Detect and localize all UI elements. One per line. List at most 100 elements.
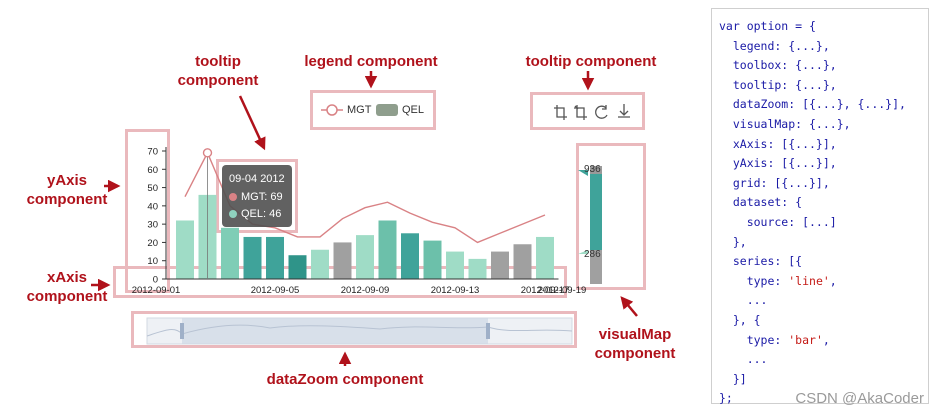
visualmap-arrow — [620, 296, 638, 317]
code-line: yAxis: [{...}], — [719, 154, 928, 174]
bar — [446, 251, 464, 279]
visualmap-max-label: 936 — [584, 164, 601, 175]
bar — [221, 227, 239, 279]
tooltip-box: 09-04 2012 MGT: 69 QEL: 46 — [222, 165, 292, 227]
watermark: CSDN @AkaCoder — [795, 390, 924, 407]
visualmap-min-label: 286 — [584, 249, 601, 260]
zoom-icon — [554, 105, 567, 120]
legend-callout: legend component — [304, 53, 438, 70]
code-token: xAxis: [{...}], — [719, 136, 837, 151]
legend-highlight-box — [310, 90, 436, 130]
bar — [513, 244, 532, 279]
tooltip-mgt-value: MGT: 69 — [241, 191, 283, 203]
tooltip-arrow-left — [238, 95, 266, 151]
zoom-reset-icon — [574, 105, 587, 120]
code-token: ... — [719, 293, 768, 308]
y-tick-label: 30 — [147, 220, 158, 231]
x-tick-label: 2012-09-19 — [538, 285, 587, 296]
code-line: dataset: { — [719, 193, 928, 213]
code-token: }; — [719, 391, 733, 406]
code-token: dataZoom: [{...}, {...}], — [719, 97, 906, 112]
y-tick-label: 70 — [147, 147, 158, 158]
code-token: 'line' — [788, 273, 830, 288]
bar — [311, 249, 329, 279]
code-token: legend: {...}, — [719, 38, 830, 53]
qel-dot-icon — [229, 210, 237, 218]
code-token: type: — [719, 273, 789, 288]
code-line: visualMap: {...}, — [719, 115, 928, 135]
y-tick-label: 50 — [147, 183, 158, 194]
code-token: source: [...] — [719, 214, 837, 229]
code-line: }; — [719, 389, 928, 409]
bar — [468, 258, 487, 279]
code-line: ... — [719, 291, 928, 311]
line-point — [202, 148, 213, 158]
xaxis-callout: xAxis component — [26, 269, 108, 305]
code-token: 'bar' — [788, 332, 823, 347]
y-tick-label: 60 — [147, 165, 158, 176]
code-line: source: [...] — [719, 213, 928, 233]
x-tick-label: 2012-09-05 — [251, 285, 300, 296]
code-line: ... — [719, 350, 928, 370]
legend-mgt-label[interactable]: MGT — [347, 104, 372, 116]
visualmap-highlight-box — [576, 143, 646, 290]
code-line: xAxis: [{...}], — [719, 135, 928, 155]
code-line: legend: {...}, — [719, 37, 928, 57]
x-tick-label: 2012-09-09 — [341, 285, 390, 296]
bar — [423, 240, 442, 279]
code-line: type: 'line', — [719, 272, 928, 292]
y-tick-label: 0 — [153, 275, 158, 286]
code-token: toolbox: {...}, — [719, 58, 837, 73]
datazoom-callout: dataZoom component — [266, 371, 424, 388]
y-tick-label: 20 — [147, 238, 158, 249]
restore-icon — [595, 105, 608, 119]
x-tick-label: 2012-09-13 — [431, 285, 480, 296]
tooltip-highlight-box — [216, 159, 298, 233]
code-token: type: — [719, 332, 789, 347]
yaxis-callout: yAxis component — [26, 172, 108, 208]
code-token: tooltip: {...}, — [719, 77, 837, 92]
code-line: toolbox: {...}, — [719, 56, 928, 76]
code-line: var option = { — [719, 17, 928, 37]
toolbox-highlight-box — [530, 92, 645, 130]
code-line: }, { — [719, 311, 928, 331]
bar — [243, 236, 262, 279]
bar — [378, 220, 397, 279]
code-token: , — [829, 273, 837, 288]
code-token: yAxis: [{...}], — [719, 156, 837, 171]
bar — [333, 242, 352, 279]
legend-qel-label[interactable]: QEL — [402, 104, 425, 116]
legend-mgt-icon — [321, 104, 343, 116]
code-token: grid: [{...}], — [719, 175, 830, 190]
code-token: var option = { — [719, 19, 816, 33]
code-token: , — [822, 332, 830, 347]
code-line: series: [{ — [719, 252, 928, 272]
code-token: series: [{ — [719, 254, 803, 269]
code-token: visualMap: {...}, — [719, 116, 851, 131]
code-token: }, — [719, 234, 747, 249]
mgt-dot-icon — [229, 193, 237, 201]
tooltip-date: 09-04 2012 — [229, 173, 285, 185]
bar — [266, 236, 284, 279]
code-line: grid: [{...}], — [719, 174, 928, 194]
bar — [491, 251, 509, 279]
bar — [176, 220, 194, 279]
bar — [288, 255, 307, 279]
visualmap-bar — [578, 166, 602, 284]
y-tick-label: 40 — [147, 201, 158, 212]
code-line: dataZoom: [{...}, {...}], — [719, 95, 928, 115]
bar — [356, 235, 374, 279]
tooltip-callout-right: tooltip component — [525, 53, 657, 70]
datazoom-slider — [146, 317, 573, 345]
x-tick-label: 2012-09-17 — [521, 285, 570, 296]
code-line: }, — [719, 233, 928, 253]
tooltip-row-qel: QEL: 46 — [229, 208, 281, 220]
bar — [536, 236, 554, 279]
code-token: }] — [719, 371, 747, 386]
code-token: }, { — [719, 312, 761, 327]
bar — [401, 233, 419, 279]
code-line: }] — [719, 370, 928, 390]
code-line: type: 'bar', — [719, 331, 928, 351]
